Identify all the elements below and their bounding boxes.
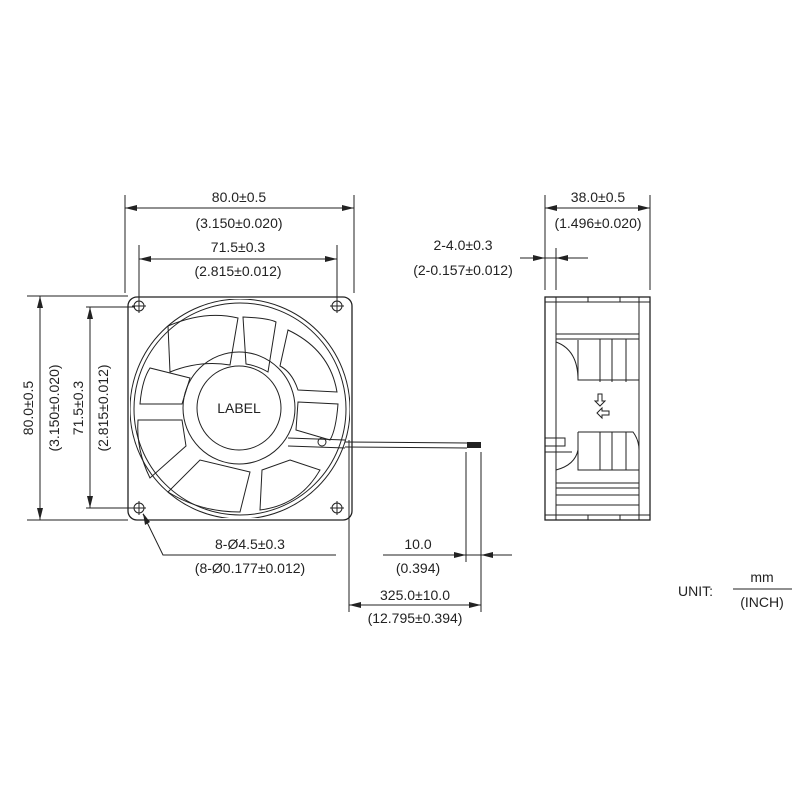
hub	[196, 365, 282, 451]
depth-in: (1.496±0.020)	[554, 215, 641, 231]
dim-strip: 10.0 (0.394)	[383, 452, 512, 612]
hub-label: LABEL	[217, 400, 261, 416]
hole-icon	[330, 299, 344, 313]
width-in: (3.150±0.020)	[195, 215, 282, 231]
vpitch-in: (2.815±0.012)	[95, 364, 111, 451]
unit-label: UNIT:	[678, 583, 713, 599]
fan-blades	[137, 314, 339, 513]
holes-in: (8-Ø0.177±0.012)	[195, 560, 305, 576]
dim-vpitch: 71.5±0.3 (2.815±0.012)	[70, 306, 135, 509]
height-mm: 80.0±0.5	[20, 381, 36, 436]
unit-legend: UNIT: mm (INCH)	[678, 569, 792, 610]
dim-holes: 8-Ø4.5±0.3 (8-Ø0.177±0.012)	[142, 513, 336, 576]
hole-pitch-in: (2.815±0.012)	[194, 263, 281, 279]
unit-mm: mm	[750, 569, 773, 585]
width-mm: 80.0±0.5	[212, 189, 267, 205]
hole-pitch-mm: 71.5±0.3	[211, 239, 266, 255]
airflow-arrow-icon	[593, 393, 607, 407]
height-in: (3.150±0.020)	[46, 364, 62, 451]
dim-flange: 2-4.0±0.3 (2-0.157±0.012)	[413, 237, 588, 290]
hole-icon	[330, 501, 344, 515]
fan-frame	[127, 296, 353, 521]
length-mm: 325.0±10.0	[380, 587, 450, 603]
hub-ring	[182, 351, 296, 465]
side-frame	[544, 296, 651, 521]
side-view	[544, 296, 651, 521]
strip-mm: 10.0	[404, 536, 431, 552]
depth-mm: 38.0±0.5	[571, 189, 626, 205]
vpitch-mm: 71.5±0.3	[70, 381, 86, 436]
dim-depth: 38.0±0.5 (1.496±0.020)	[544, 189, 651, 290]
flange-in: (2-0.157±0.012)	[413, 262, 513, 278]
lead-wire	[287, 437, 481, 449]
front-view: LABEL	[127, 296, 481, 521]
unit-inch: (INCH)	[740, 594, 784, 610]
dim-hole-pitch: 71.5±0.3 (2.815±0.012)	[138, 239, 338, 300]
dim-height: 80.0±0.5 (3.150±0.020)	[20, 295, 128, 521]
length-in: (12.795±0.394)	[368, 610, 463, 626]
hole-icon	[132, 299, 146, 313]
rotation-arrow-icon	[596, 406, 610, 420]
flange-mm: 2-4.0±0.3	[433, 237, 492, 253]
dim-width: 80.0±0.5 (3.150±0.020)	[124, 189, 355, 293]
strip-in: (0.394)	[396, 560, 440, 576]
stripped-wire-end	[467, 442, 481, 448]
dim-wire-length: 325.0±10.0 (12.795±0.394)	[348, 440, 481, 626]
holes-mm: 8-Ø4.5±0.3	[215, 536, 285, 552]
